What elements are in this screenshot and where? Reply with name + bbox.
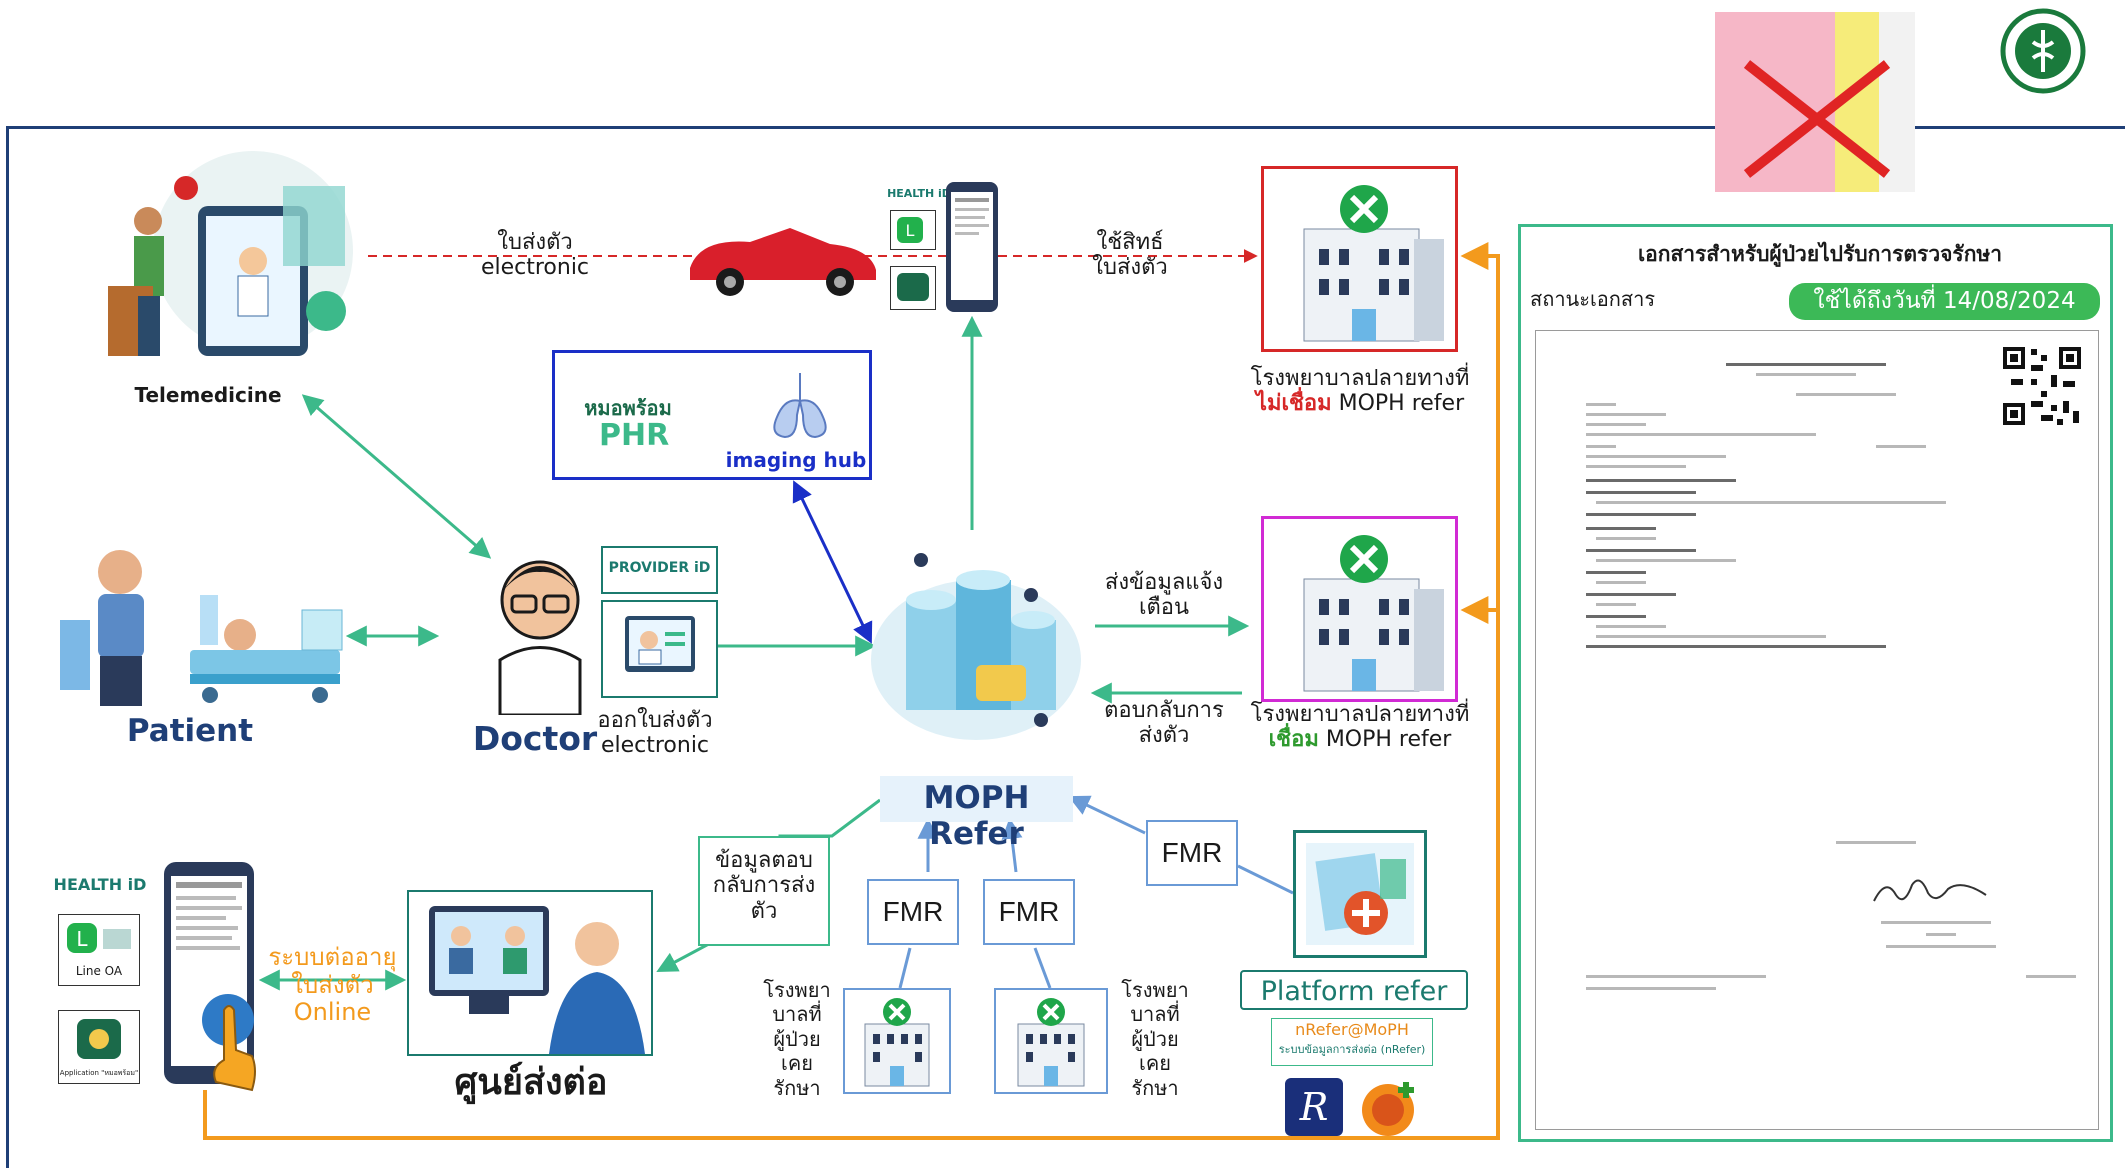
fmr2-moph-arrow: [1001, 817, 1023, 873]
hosp2-fmr2-line: [1033, 947, 1052, 989]
reply-label: ตอบกลับการ ส่งตัว: [1104, 698, 1224, 749]
hospital-building-icon: [1017, 998, 1085, 1087]
medical-platform-icon: [1306, 843, 1414, 945]
paper-referral-crossed: [1715, 12, 1915, 192]
doctor-label: Doctor: [472, 719, 598, 758]
fmr-box-1: FMR: [867, 879, 959, 945]
signature-icon: [1866, 871, 1996, 911]
line-oa-icon: L Line OA: [58, 914, 140, 986]
document-title: เอกสารสำหรับผู้ป่วยไปรับการตรวจรักษา: [1637, 242, 2003, 266]
r-logo-icon: R: [1283, 1076, 1345, 1138]
hospital-building-icon: [864, 998, 930, 1087]
referral-document-preview: [1535, 330, 2099, 1130]
doctor-illustration: [490, 540, 590, 717]
line-oa-small-icon: L: [890, 210, 936, 250]
platform-refer-image-box: [1293, 830, 1427, 958]
previous-hospital-label-1: โรงพยา บาลที่ ผู้ป่วย เคย รักษา: [763, 978, 831, 1100]
e-referral-label: ใบส่งตัว electronic: [480, 230, 590, 281]
car-illustration: [680, 218, 880, 298]
health-id-small-logo: HEALTH iD: [887, 187, 951, 200]
moph-refer-label-box: MOPH Refer: [880, 776, 1073, 852]
issue-referral-label: ออกใบส่งตัว electronic: [597, 708, 713, 759]
fmr-box-3: FMR: [1146, 820, 1238, 886]
patient-illustration: [40, 540, 350, 715]
referral-center-illustration: [407, 890, 653, 1056]
document-status-label: สถานะเอกสาร: [1530, 287, 1656, 311]
phr-logo-line1: หมอพร้อม: [584, 396, 672, 420]
plus-logo-icon: [1360, 1076, 1422, 1138]
orange-return-line: [203, 242, 1500, 1140]
platform-fmr3-line: [1237, 864, 1294, 895]
imaging-hub-box: หมอพร้อม PHR imaging hub: [552, 350, 872, 480]
hosp1-fmr1-line: [898, 947, 912, 989]
hospital-building-icon: [1303, 185, 1444, 342]
telemedicine-label: Telemedicine: [134, 383, 282, 407]
platform-refer-label-box: Platform refer: [1240, 970, 1468, 1010]
hospital-not-connected-box: [1261, 166, 1458, 352]
lungs-icon: [773, 373, 827, 439]
ministry-logo: [2000, 8, 2086, 94]
mohpromp-app-icon: Application "หมอพร้อม": [58, 1010, 140, 1084]
svg-text:L: L: [906, 221, 915, 240]
hospital-not-connected-label: โรงพยาบาลปลายทางที่ ไม่เชื่อม MOPH refer: [1250, 366, 1470, 417]
notify-label: ส่งข้อมูลแจ้ง เตือน: [1104, 570, 1224, 621]
hospital-connected-label: โรงพยาบาลปลายทางที่ เชื่อม MOPH refer: [1250, 702, 1470, 753]
patient-label: Patient: [126, 713, 254, 749]
fmr-box-2: FMR: [983, 879, 1075, 945]
health-id-logo: HEALTH iD: [53, 875, 147, 894]
use-right-label: ใช้สิทธ์ ใบส่งตัว: [1092, 230, 1168, 281]
phr-logo-line2: PHR: [599, 418, 670, 453]
hospital-connected-box: [1261, 516, 1458, 702]
fmr3-moph-arrow: [1068, 795, 1146, 835]
mohpromp-small-icon: [890, 266, 936, 310]
svg-text:R: R: [1299, 1085, 1329, 1129]
svg-text:L: L: [76, 927, 88, 951]
extend-referral-label: ระบบต่ออายุ ใบส่งตัว Online: [268, 943, 397, 1027]
phone-top-illustration: [944, 180, 1000, 314]
provider-id-badge: PROVIDER iD: [601, 546, 718, 594]
reply-data-box: ข้อมูลตอบ กลับการส่ง ตัว: [698, 836, 830, 946]
imaginghub-cloud-arrow: [792, 480, 873, 644]
telemedicine-doctor-arrow: [301, 394, 492, 559]
doctor-screen-icon: [601, 600, 718, 698]
referral-center-label: ศูนย์ส่งต่อ: [454, 1062, 608, 1103]
telemedicine-illustration: [78, 146, 358, 372]
cloud-database-illustration: [866, 540, 1086, 750]
diagram-frame: [6, 126, 2125, 1168]
previous-hospital-label-2: โรงพยา บาลที่ ผู้ป่วย เคย รักษา: [1121, 978, 1189, 1100]
hospital-building-icon: [1303, 535, 1444, 692]
previous-hospital-box-2: [994, 988, 1108, 1094]
qr-code-icon: [2001, 345, 2083, 427]
previous-hospital-box-1: [843, 988, 951, 1094]
nrefer-box: nRefer@MoPH ระบบข้อมูลการส่งต่อ (nRefer): [1271, 1018, 1433, 1066]
imaging-hub-label: imaging hub: [725, 448, 867, 472]
document-valid-badge: ใช้ได้ถึงวันที่ 14/08/2024 00:00 น.: [1789, 283, 2100, 351]
phone-bottom-illustration: [160, 860, 260, 1100]
